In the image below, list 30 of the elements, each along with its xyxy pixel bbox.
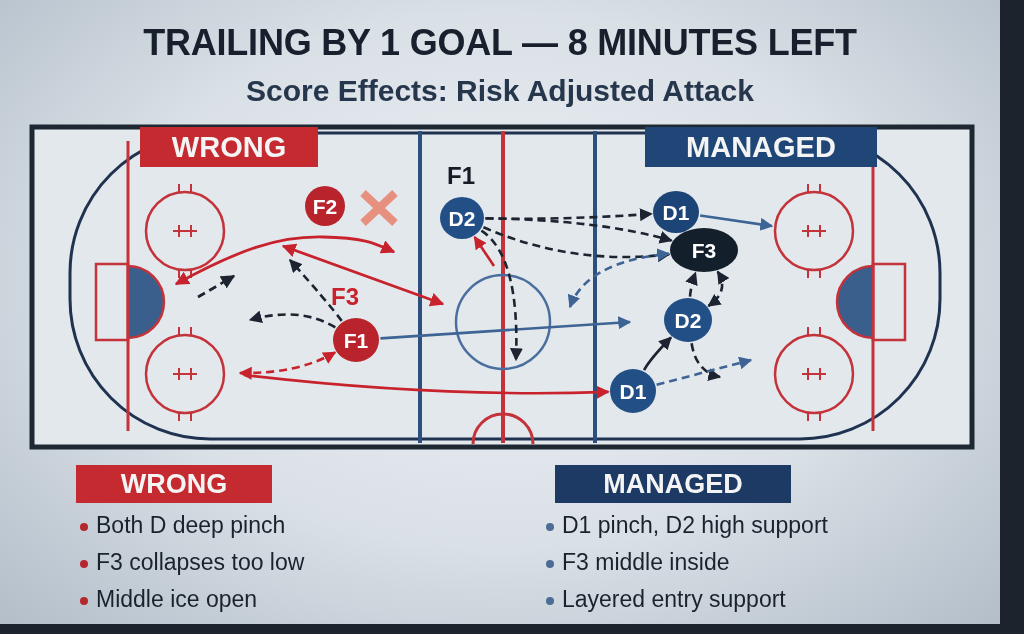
double-arrow — [707, 270, 730, 307]
bullet-text: Middle ice open — [96, 586, 258, 613]
arrow — [248, 310, 336, 329]
arrow — [480, 229, 523, 362]
heading-banner: MANAGED — [645, 127, 877, 167]
heading-banner: WRONG — [76, 465, 272, 503]
position-label: F1 — [447, 162, 475, 190]
arrow — [656, 356, 753, 387]
subtitle: Score Effects: Risk Adjusted Attack — [245, 74, 755, 108]
arrow — [642, 336, 672, 371]
arrow — [700, 214, 774, 231]
arrow — [243, 373, 610, 399]
bullet-text: F3 middle inside — [562, 549, 730, 576]
arrow — [380, 316, 632, 340]
arrow — [289, 259, 343, 322]
arrow — [473, 235, 496, 267]
position-label: F3 — [331, 283, 359, 311]
arrow — [685, 271, 698, 297]
heading-banner: WRONG — [140, 127, 318, 167]
bullet-text: Both D deep pinch — [96, 512, 286, 539]
arrow — [485, 217, 673, 244]
double-arrow — [238, 351, 337, 380]
bullet-text: Layered entry support — [562, 586, 786, 613]
title: TRAILING BY 1 GOAL — 8 MINUTES LEFT — [142, 22, 858, 64]
bullet-text: F3 collapses too low — [96, 549, 305, 576]
double-arrow — [568, 248, 671, 309]
bullet-text: D1 pinch, D2 high support — [562, 512, 828, 539]
arrow — [482, 226, 671, 262]
heading-banner: MANAGED — [555, 465, 791, 503]
arrow — [690, 343, 722, 381]
